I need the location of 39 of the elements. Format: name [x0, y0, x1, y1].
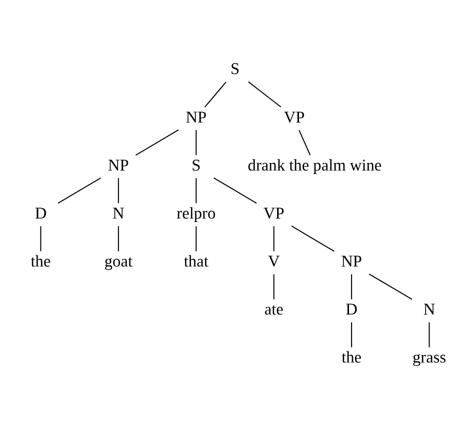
- node-text: the: [341, 347, 362, 366]
- connector: [117, 226, 118, 251]
- connector: [134, 128, 178, 156]
- node-text: ate: [264, 298, 283, 318]
- connector: [204, 81, 226, 107]
- connector: [368, 273, 412, 300]
- node-text: the: [30, 250, 50, 270]
- connector: [290, 225, 334, 252]
- node-text: NP: [107, 154, 128, 174]
- connector: [213, 176, 256, 204]
- node-text: S: [191, 154, 200, 174]
- node-text: D: [34, 202, 46, 222]
- node-text: NP: [185, 106, 206, 126]
- node-text: N: [112, 202, 124, 222]
- connector: [117, 178, 118, 203]
- connector: [57, 176, 101, 204]
- node-text: D: [345, 298, 357, 318]
- connector: [248, 80, 281, 107]
- connector: [272, 226, 274, 251]
- node-text: drank the palm wine: [247, 154, 382, 174]
- connector: [272, 274, 274, 299]
- connector: [350, 274, 352, 299]
- connector: [298, 129, 310, 155]
- connector: [40, 226, 41, 251]
- node-text: grass: [412, 347, 446, 366]
- node-text: S: [230, 58, 240, 78]
- connector: [428, 322, 430, 347]
- node-text: N: [422, 298, 435, 318]
- node-text: NP: [340, 250, 362, 270]
- connector: [350, 322, 352, 347]
- node-text: VP: [262, 202, 284, 222]
- node-text: goat: [104, 250, 132, 270]
- connector: [195, 226, 196, 251]
- node-text: relpro: [176, 202, 216, 222]
- connector: [195, 130, 196, 155]
- node-text: V: [267, 250, 280, 270]
- node-text: VP: [283, 106, 304, 126]
- node-text: that: [183, 250, 208, 270]
- connector: [195, 178, 196, 203]
